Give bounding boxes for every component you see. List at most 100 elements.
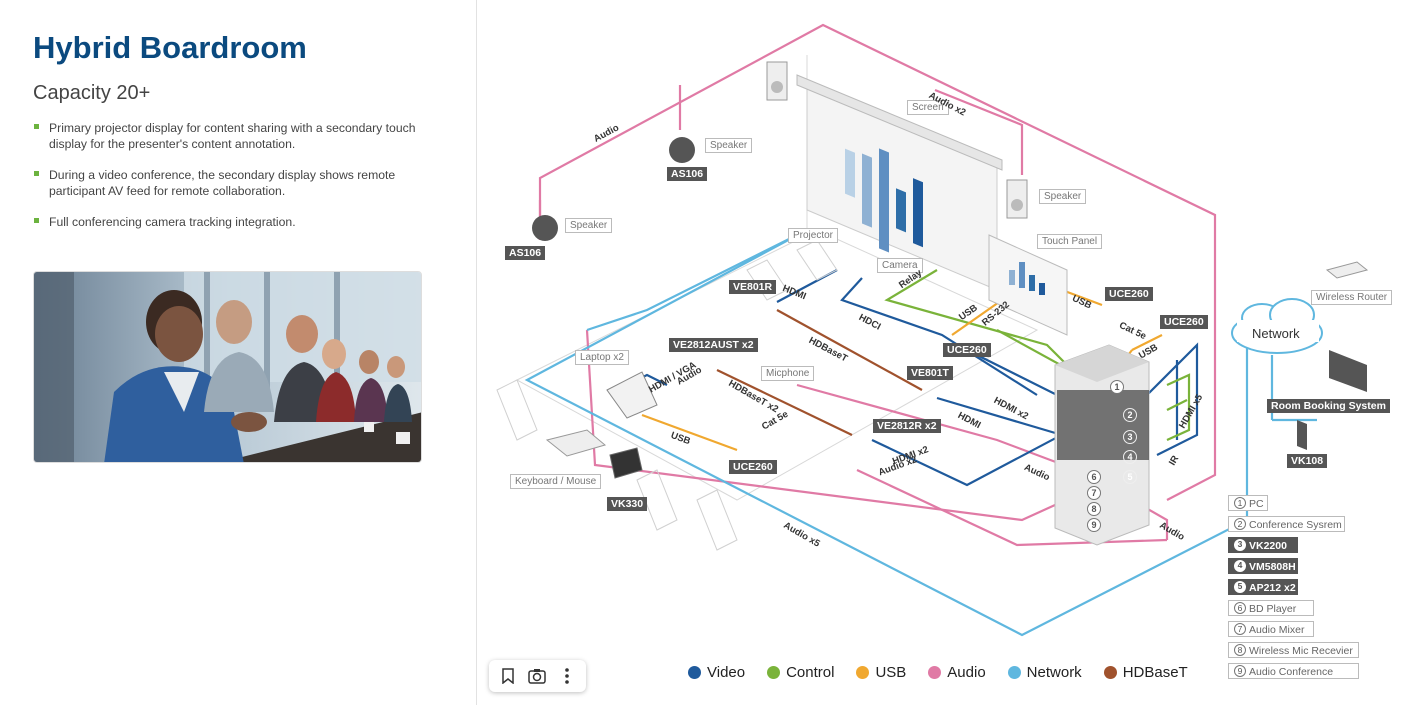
component-label-speaker-a: Speaker	[565, 218, 613, 233]
device-tag-as106-b: AS106	[667, 167, 708, 181]
device-number: 4	[1234, 560, 1246, 573]
bookmark-button[interactable]	[495, 663, 521, 689]
device-number: 2	[1234, 518, 1246, 531]
room-outline	[515, 55, 1039, 501]
device-tag-ve2812r: VE2812R x2	[873, 419, 941, 433]
device-tag-as106-a: AS106	[505, 246, 546, 260]
feature-list: Primary projector display for content sh…	[33, 120, 443, 245]
legend-label: Video	[707, 664, 746, 681]
device-label: VM5808H	[1249, 561, 1296, 573]
legend-item-video: Video	[688, 664, 745, 681]
vk330-device	[609, 447, 643, 479]
rack-slot-number: 5	[1123, 470, 1137, 484]
device-tag-ve2812aust: VE2812AUST x2	[669, 338, 758, 352]
device-label: VK2200	[1249, 540, 1287, 552]
legend-item-hdbaset: HDBaseT	[1103, 664, 1188, 681]
keyboard-device	[545, 429, 607, 457]
component-label-wireless-router: Wireless Router	[1311, 290, 1393, 305]
bookmark-icon	[502, 668, 514, 684]
device-tag-uce260-c: UCE260	[1160, 315, 1208, 329]
image-toolbar	[489, 660, 586, 692]
device-number: 7	[1234, 623, 1246, 636]
vk108-device	[1297, 420, 1307, 450]
device-tag-ve801t: VE801T	[907, 366, 953, 380]
more-options-button[interactable]	[554, 663, 580, 689]
device-label: Audio Conference	[1249, 666, 1334, 678]
router-device	[1325, 261, 1369, 279]
component-label-touch-panel: Touch Panel	[1037, 234, 1103, 249]
rack-slot-number: 2	[1123, 408, 1137, 422]
rack-slot-number: 6	[1087, 470, 1101, 484]
component-label-projector: Projector	[788, 228, 839, 243]
device-label: Wireless Mic Recevier	[1249, 645, 1353, 657]
component-label-screen: Screen	[907, 100, 949, 115]
rack-slot-number: 7	[1087, 486, 1101, 500]
rack-slot-number: 8	[1087, 502, 1101, 516]
device-number: 9	[1234, 665, 1246, 678]
legend-dot	[856, 666, 870, 679]
hdbaset-cables	[716, 309, 923, 436]
legend-item-network: Network	[1007, 664, 1082, 681]
video-cables	[616, 269, 1199, 487]
page-title: Hybrid Boardroom	[33, 30, 307, 65]
rack-slot-number: 3	[1123, 430, 1137, 444]
boardroom-photo	[33, 271, 422, 463]
legend-dot	[767, 666, 781, 679]
usb-cables	[641, 288, 1163, 452]
legend-label: Network	[1026, 664, 1082, 681]
more-vertical-icon	[565, 668, 569, 684]
legend-label: HDBaseT	[1122, 664, 1188, 681]
equipment-rack	[1054, 344, 1150, 546]
device-tag-vk108: VK108	[1287, 454, 1328, 468]
legend-dot	[928, 666, 942, 679]
rack-slot-number: 1	[1110, 380, 1124, 394]
room-booking-device	[1329, 350, 1367, 392]
network-cloud	[1231, 298, 1323, 354]
device-number: 8	[1234, 644, 1246, 657]
component-label-camera: Camera	[877, 258, 923, 273]
device-label: AP212 x2	[1249, 582, 1296, 594]
lens-button[interactable]	[524, 663, 550, 689]
device-label: Conference Sysrem	[1249, 519, 1342, 531]
device-tag-uce260-b: UCE260	[1105, 287, 1153, 301]
component-label-micphone: Micphone	[761, 366, 815, 381]
cable-legend: Video Control USB Audio Network HDBaseT	[688, 664, 1188, 681]
network-cloud-label: Network	[1252, 326, 1300, 341]
device-tag-vk330: VK330	[607, 497, 648, 511]
laptop-device	[606, 371, 658, 419]
panel-divider	[476, 0, 477, 705]
device-label: PC	[1249, 498, 1264, 510]
legend-dot	[1007, 666, 1021, 679]
touch-panel-graphic	[988, 234, 1068, 336]
device-tag-uce260-d: UCE260	[729, 460, 777, 474]
device-tag-ve801r: VE801R	[729, 280, 777, 294]
rack-slot-number: 9	[1087, 518, 1101, 532]
device-number: 6	[1234, 602, 1246, 615]
component-label-speaker-b: Speaker	[705, 138, 753, 153]
device-tag-uce260-a: UCE260	[943, 343, 991, 357]
feature-item: Primary projector display for content sh…	[33, 120, 443, 152]
camera-icon	[528, 669, 547, 684]
info-panel: Hybrid Boardroom Capacity 20+ Primary pr…	[0, 0, 476, 640]
device-number: 5	[1234, 581, 1246, 594]
legend-label: Control	[786, 664, 835, 681]
feature-item: During a video conference, the secondary…	[33, 167, 443, 199]
capacity-subtitle: Capacity 20+	[33, 82, 151, 104]
rack-slot-number: 4	[1123, 450, 1137, 464]
device-number: 1	[1234, 497, 1246, 510]
device-tag-room-booking: Room Booking System	[1267, 399, 1390, 413]
feature-item: Full conferencing camera tracking integr…	[33, 214, 443, 230]
speaker-icons	[532, 61, 1028, 241]
diagram-canvas	[496, 23, 1369, 637]
